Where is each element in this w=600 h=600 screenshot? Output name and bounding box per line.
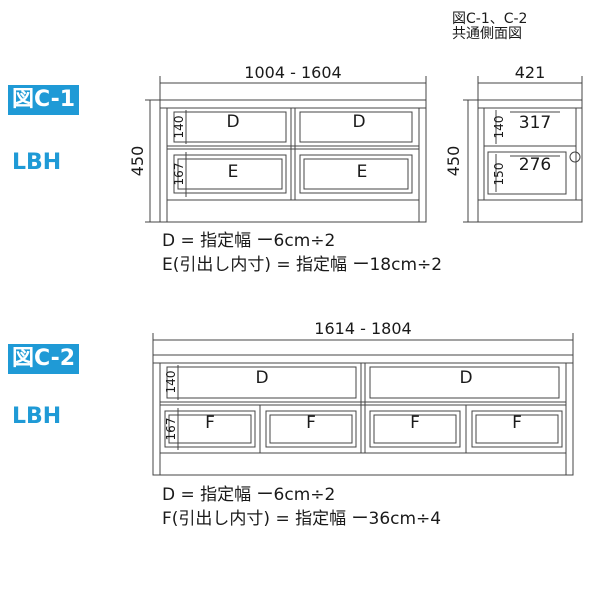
c2-lower-height-label: 167 bbox=[164, 418, 178, 441]
c2-front-view: 1614 - 1804 D D F F F F 140 1 bbox=[152, 319, 574, 476]
c1-upper-height-label: 140 bbox=[172, 116, 186, 139]
c2-upper-right-opening bbox=[369, 366, 560, 399]
c1-height-label: 450 bbox=[128, 146, 147, 177]
c2-drawer-4-inner bbox=[475, 414, 559, 444]
c1-upper-right-label: D bbox=[352, 112, 365, 132]
c1-formula-d: D = 指定幅 ー6cm÷2 bbox=[162, 231, 336, 251]
figure-c2-badge: 図C-2 bbox=[8, 344, 80, 374]
c2-upper-right-label: D bbox=[459, 368, 472, 388]
c2-drawer-3-inner bbox=[373, 414, 457, 444]
c1-drawer-left-inner bbox=[177, 158, 283, 190]
c1-front-view: 1004 - 1604 450 D D E E 140 167 bbox=[128, 63, 427, 223]
c1-width-label: 1004 - 1604 bbox=[244, 63, 341, 82]
c1-upper-left-opening bbox=[173, 111, 287, 143]
c1-drawer-right-label: E bbox=[357, 162, 368, 182]
side-lower-height-label: 150 bbox=[492, 163, 506, 186]
side-cabinet-outline bbox=[477, 99, 583, 223]
c1-drawer-left bbox=[173, 154, 287, 194]
side-depth-label: 421 bbox=[515, 63, 546, 82]
c2-drawer-2 bbox=[265, 410, 357, 448]
c1-drawer-left-label: E bbox=[228, 162, 239, 182]
c2-drawer-2-inner bbox=[269, 414, 353, 444]
c2-drawer-1 bbox=[164, 410, 256, 448]
side-view: 421 450 317 140 276 150 bbox=[444, 63, 583, 223]
c2-drawer-1-inner bbox=[168, 414, 252, 444]
c2-drawer-1-label: F bbox=[205, 413, 215, 433]
c2-width-label: 1614 - 1804 bbox=[314, 319, 411, 338]
c2-drawer-4 bbox=[471, 410, 563, 448]
c1-lower-height-label: 167 bbox=[172, 163, 186, 186]
c2-drawer-2-label: F bbox=[306, 413, 316, 433]
c2-drawer-3 bbox=[369, 410, 461, 448]
c1-drawer-right bbox=[299, 154, 413, 194]
c2-drawer-4-label: F bbox=[512, 413, 522, 433]
side-upper-depth-label: 317 bbox=[519, 113, 551, 133]
c1-cabinet-outline bbox=[159, 99, 427, 223]
c1-model-label: LBH bbox=[12, 150, 62, 175]
figure-c1-badge: 図C-1 bbox=[8, 85, 80, 115]
c1-upper-right-opening bbox=[299, 111, 413, 143]
side-view-title-line2: 共通側面図 bbox=[452, 26, 522, 42]
c2-upper-left-label: D bbox=[255, 368, 268, 388]
side-height-label: 450 bbox=[444, 146, 463, 177]
side-view-title-line1: 図C-1、C-2 bbox=[452, 11, 528, 27]
c2-formula-d: D = 指定幅 ー6cm÷2 bbox=[162, 485, 336, 505]
c2-upper-left-opening bbox=[166, 366, 357, 399]
side-cable-hole-icon bbox=[569, 151, 581, 163]
c1-formula-e: E(引出し内寸) = 指定幅 ー18cm÷2 bbox=[162, 255, 443, 275]
c2-formula-f: F(引出し内寸) = 指定幅 ー36cm÷4 bbox=[162, 509, 442, 529]
c2-cabinet-outline bbox=[152, 354, 574, 476]
c2-model-label: LBH bbox=[12, 404, 62, 429]
side-upper-height-label: 140 bbox=[492, 116, 506, 139]
c2-drawer-3-label: F bbox=[410, 413, 420, 433]
side-lower-depth-label: 276 bbox=[519, 155, 551, 175]
c1-upper-left-label: D bbox=[226, 112, 239, 132]
side-view-title: 図C-1、C-2 共通側面図 bbox=[452, 12, 527, 42]
c2-upper-height-label: 140 bbox=[164, 371, 178, 394]
side-drawer bbox=[487, 151, 567, 195]
c1-drawer-right-inner bbox=[303, 158, 409, 190]
